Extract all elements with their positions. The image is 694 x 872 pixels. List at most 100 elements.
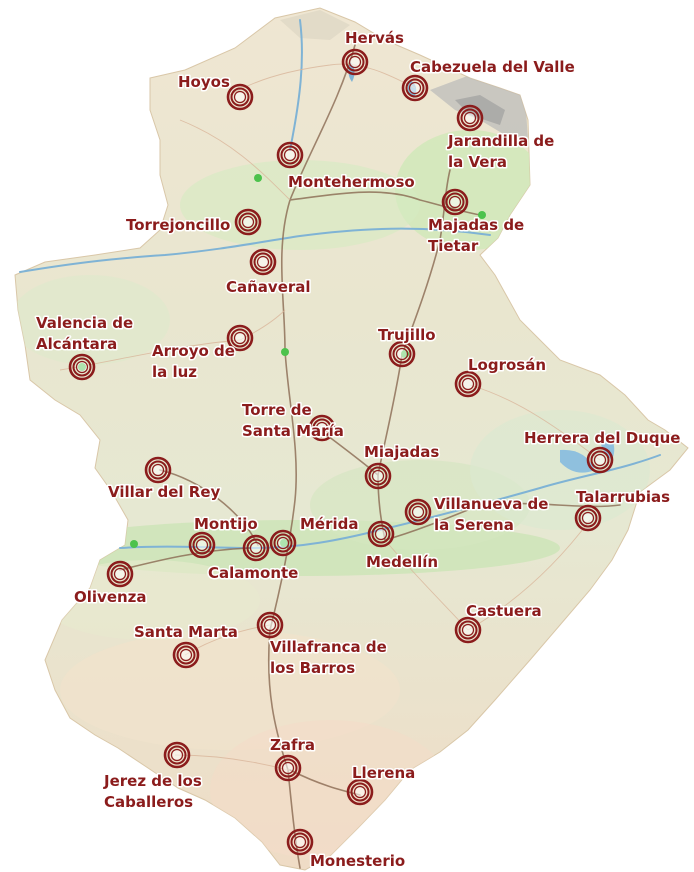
town-label-calamonte: Calamonte — [208, 564, 298, 582]
concentric-circle-marker-icon[interactable] — [346, 778, 374, 806]
concentric-circle-marker-icon[interactable] — [106, 560, 134, 588]
concentric-circle-marker-icon[interactable] — [188, 531, 216, 559]
town-label-line: Alcántara — [36, 335, 117, 353]
town-label-line: Zafra — [270, 736, 315, 754]
concentric-circle-marker-icon[interactable] — [308, 414, 336, 442]
town-label-line: Llerena — [352, 764, 415, 782]
town-label-hoyos: Hoyos — [178, 73, 230, 91]
town-label-line: Caballeros — [104, 793, 193, 811]
town-label-valencia: Valencia de Alcántara — [36, 314, 133, 353]
town-label-canaveral: Cañaveral — [226, 278, 311, 296]
town-label-line: Cabezuela del Valle — [410, 58, 575, 76]
town-label-olivenza: Olivenza — [74, 588, 147, 606]
town-label-zafra: Zafra — [270, 736, 315, 754]
town-label-line: los Barros — [270, 659, 355, 677]
town-label-line: Santa María — [242, 422, 344, 440]
concentric-circle-marker-icon[interactable] — [574, 504, 602, 532]
town-label-line: Villanueva de — [434, 495, 548, 513]
town-label-line: Hoyos — [178, 73, 230, 91]
concentric-circle-marker-icon[interactable] — [172, 641, 200, 669]
town-label-line: Montehermoso — [288, 173, 415, 191]
town-label-monesterio: Monesterio — [310, 852, 405, 870]
town-label-villafranca: Villafranca de los Barros — [270, 638, 387, 677]
concentric-circle-marker-icon[interactable] — [226, 324, 254, 352]
town-label-line: Valencia de — [36, 314, 133, 332]
town-label-talarrubias: Talarrubias — [576, 488, 670, 506]
town-label-herrera: Herrera del Duque — [524, 429, 680, 447]
town-label-llerena: Llerena — [352, 764, 415, 782]
concentric-circle-marker-icon[interactable] — [269, 529, 297, 557]
concentric-circle-marker-icon[interactable] — [286, 828, 314, 856]
town-label-line: Talarrubias — [576, 488, 670, 506]
concentric-circle-marker-icon[interactable] — [364, 462, 392, 490]
town-label-hervas: Hervás — [345, 29, 404, 47]
concentric-circle-marker-icon[interactable] — [163, 741, 191, 769]
concentric-circle-marker-icon[interactable] — [226, 83, 254, 111]
concentric-circle-marker-icon[interactable] — [144, 456, 172, 484]
town-label-line: Montijo — [194, 515, 258, 533]
town-label-line: Torrejoncillo — [126, 216, 230, 234]
town-markers — [68, 48, 614, 856]
town-label-line: Tietar — [428, 237, 479, 255]
town-label-jarandilla: Jarandilla de la Vera — [447, 132, 554, 171]
town-label-line: Calamonte — [208, 564, 298, 582]
town-label-line: Cañaveral — [226, 278, 311, 296]
concentric-circle-marker-icon[interactable] — [388, 340, 416, 368]
town-label-majadas: Majadas de Tietar — [428, 216, 524, 255]
town-label-line: Olivenza — [74, 588, 147, 606]
concentric-circle-marker-icon[interactable] — [341, 48, 369, 76]
concentric-circle-marker-icon[interactable] — [249, 248, 277, 276]
town-label-miajadas: Miajadas — [364, 443, 439, 461]
town-label-torre: Torre de Santa María — [242, 401, 344, 440]
town-label-cabezuela: Cabezuela del Valle — [410, 58, 575, 76]
town-label-line: Logrosán — [468, 356, 546, 374]
concentric-circle-marker-icon[interactable] — [68, 353, 96, 381]
concentric-circle-marker-icon[interactable] — [234, 208, 262, 236]
concentric-circle-marker-icon[interactable] — [456, 104, 484, 132]
concentric-circle-marker-icon[interactable] — [441, 188, 469, 216]
town-label-line: Villafranca de — [270, 638, 387, 656]
town-label-villar: Villar del Rey — [108, 483, 221, 501]
concentric-circle-marker-icon[interactable] — [404, 498, 432, 526]
town-label-line: la luz — [152, 363, 197, 381]
town-label-line: Arroyo de — [152, 342, 235, 360]
town-label-arroyo: Arroyo de la luz — [152, 342, 235, 381]
concentric-circle-marker-icon[interactable] — [276, 141, 304, 169]
town-label-line: Torre de — [242, 401, 312, 419]
concentric-circle-marker-icon[interactable] — [401, 74, 429, 102]
town-label-line: Villar del Rey — [108, 483, 221, 501]
town-label-line: Jarandilla de — [447, 132, 554, 150]
town-label-merida: Mérida — [300, 515, 359, 533]
town-label-logrosan: Logrosán — [468, 356, 546, 374]
town-label-montehermoso: Montehermoso — [288, 173, 415, 191]
town-label-line: Santa Marta — [134, 623, 238, 641]
town-label-castuera: Castuera — [466, 602, 542, 620]
town-label-line: Monesterio — [310, 852, 405, 870]
town-label-line: Castuera — [466, 602, 542, 620]
town-label-line: Mérida — [300, 515, 359, 533]
concentric-circle-marker-icon[interactable] — [274, 754, 302, 782]
town-label-medellin: Medellín — [366, 553, 438, 571]
town-label-trujillo: Trujillo — [378, 326, 436, 344]
town-label-line: Medellín — [366, 553, 438, 571]
concentric-circle-marker-icon[interactable] — [256, 611, 284, 639]
concentric-circle-marker-icon[interactable] — [586, 446, 614, 474]
concentric-circle-marker-icon[interactable] — [242, 534, 270, 562]
town-label-torrejoncillo: Torrejoncillo — [126, 216, 230, 234]
town-label-santamarta: Santa Marta — [134, 623, 238, 641]
town-label-line: Herrera del Duque — [524, 429, 680, 447]
concentric-circle-marker-icon[interactable] — [454, 616, 482, 644]
town-label-line: la Vera — [448, 153, 507, 171]
concentric-circle-marker-icon[interactable] — [367, 520, 395, 548]
concentric-circle-marker-icon[interactable] — [454, 370, 482, 398]
town-label-line: Trujillo — [378, 326, 436, 344]
town-label-line: Majadas de — [428, 216, 524, 234]
town-label-line: Miajadas — [364, 443, 439, 461]
terrain-layer — [15, 10, 650, 860]
town-label-montijo: Montijo — [194, 515, 258, 533]
